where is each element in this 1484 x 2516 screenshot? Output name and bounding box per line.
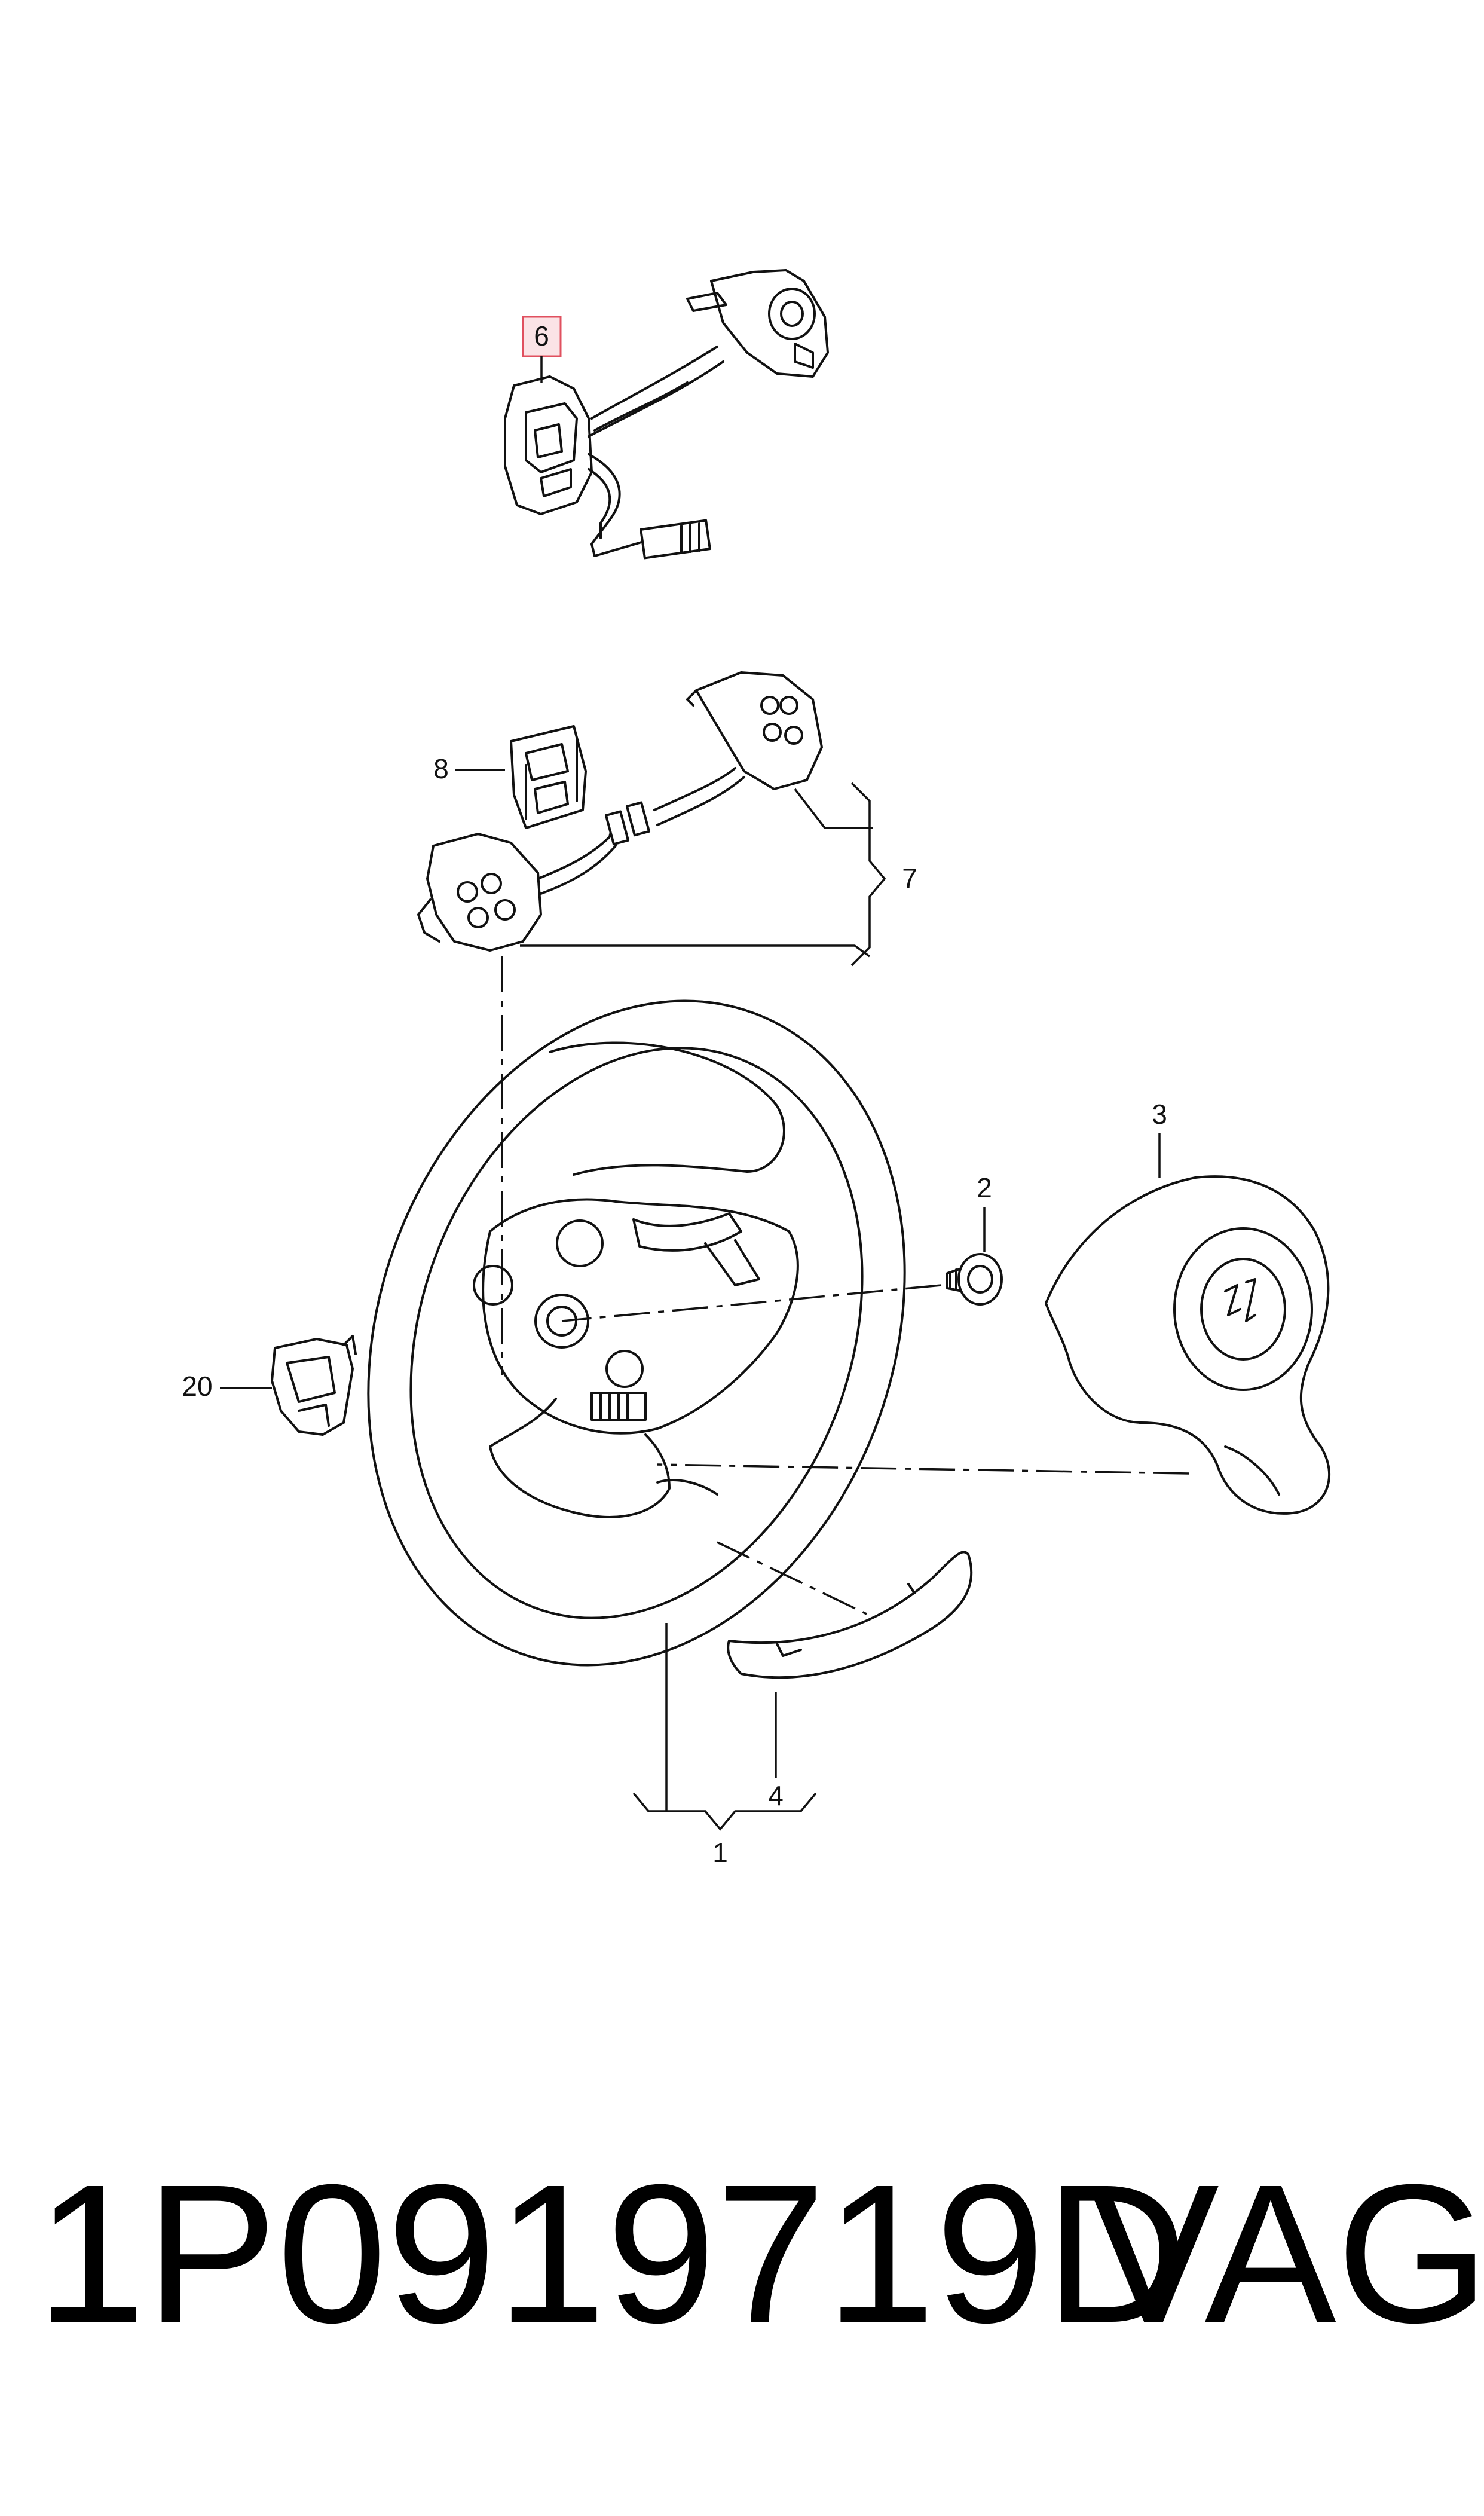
callout-1-label: 1: [712, 1837, 728, 1868]
part-20-bracket[interactable]: [271, 1335, 357, 1436]
part-1-steering-wheel[interactable]: [279, 925, 995, 1741]
assembly-line-bolt: [561, 1284, 942, 1322]
callout-7[interactable]: 7: [902, 863, 917, 894]
callout-2[interactable]: 2: [977, 1172, 992, 1252]
assembly-line-trim: [717, 1541, 867, 1615]
footer: 1P0919719D VAG: [0, 2140, 1484, 2367]
callout-20-label: 20: [182, 1371, 212, 1402]
part-3-airbag-module[interactable]: [1045, 1175, 1331, 1515]
assembly-line-airbag: [657, 1463, 1190, 1475]
part-7-switch-pair[interactable]: [417, 671, 886, 967]
brand-label: VAG: [1088, 2143, 1484, 2364]
callout-20[interactable]: 20: [182, 1371, 272, 1402]
callout-8-label: 8: [433, 753, 449, 784]
callout-2-label: 2: [977, 1172, 992, 1203]
callout-4-label: 4: [768, 1780, 784, 1811]
callout-6[interactable]: 6: [522, 316, 562, 383]
callout-4[interactable]: 4: [768, 1692, 784, 1811]
part-6-switch-assembly[interactable]: [504, 269, 829, 560]
callout-6-label: 6: [534, 320, 549, 351]
diagram-canvas: 6 8 7: [182, 269, 1331, 1868]
callout-3[interactable]: 3: [1152, 1099, 1167, 1178]
callout-1[interactable]: 1: [632, 1623, 817, 1868]
callout-7-label: 7: [902, 863, 917, 894]
callout-3-label: 3: [1152, 1099, 1167, 1130]
callout-8[interactable]: 8: [433, 753, 505, 784]
part-4-trim-cover[interactable]: [727, 1551, 973, 1679]
part-8-control-module[interactable]: [510, 725, 587, 829]
part-2-bolt[interactable]: [946, 1253, 1003, 1306]
part-number: 1P0919719D: [36, 2143, 1188, 2364]
